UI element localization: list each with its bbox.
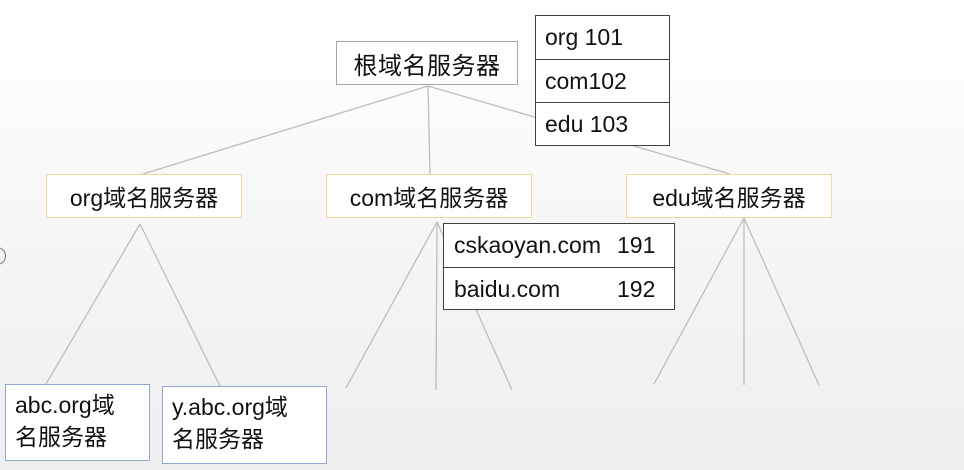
abc-org-server-label-line1: abc.org域 [15,392,115,418]
com-records-table: cskaoyan.com 191 baidu.com 192 [443,223,675,310]
y-abc-org-server-node: y.abc.org域 名服务器 [162,386,327,464]
edge-edu-left [653,217,745,385]
com-record-domain: baidu.com [454,275,561,302]
com-record-row: baidu.com 192 [444,267,674,310]
com-server-node: com域名服务器 [326,174,532,218]
abc-org-server-label-line2: 名服务器 [15,424,107,450]
root-record-row: edu 103 [536,102,669,145]
com-record-row: cskaoyan.com 191 [444,224,674,267]
root-record-text: com102 [545,67,627,94]
root-record-row: com102 [536,59,669,102]
edge-root-com [427,85,431,175]
edge-com-middle [435,221,438,391]
edu-server-node: edu域名服务器 [626,174,832,218]
edu-server-label: edu域名服务器 [652,185,806,211]
edge-root-org [142,85,429,175]
com-record-domain: cskaoyan.com [454,232,602,258]
edge-edu-right [743,217,820,386]
root-record-text: edu 103 [545,110,629,137]
root-server-label: 根域名服务器 [353,52,501,80]
com-server-label: com域名服务器 [349,185,509,211]
org-server-node: org域名服务器 [46,174,242,218]
root-records-table: org 101 com102 edu 103 [535,15,670,146]
root-record-row: org 101 [536,16,669,59]
com-record-value: 192 [617,275,656,302]
com-record-value: 191 [617,232,656,258]
abc-org-server-node: abc.org域 名服务器 [5,384,150,461]
edge-org-y [139,223,221,387]
root-server-node: 根域名服务器 [336,41,518,85]
y-abc-org-server-label-line2: 名服务器 [172,426,264,452]
root-record-text: org 101 [545,24,624,50]
edge-com-left [345,221,438,389]
edge-org-abc [45,223,141,385]
org-server-label: org域名服务器 [69,185,219,211]
y-abc-org-server-label-line1: y.abc.org域 [172,394,288,420]
